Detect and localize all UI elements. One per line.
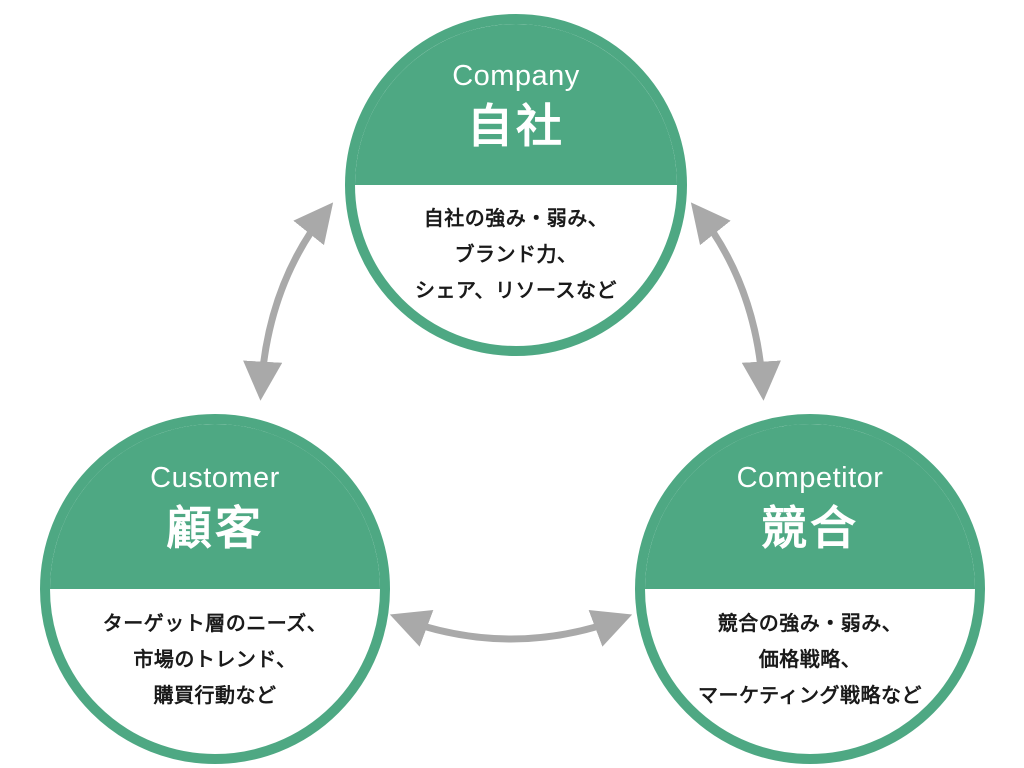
competitor-circle: Competitor 競合 競合の強み・弱み、 価格戦略、 マーケティング戦略な… xyxy=(635,414,985,764)
company-ja-label: 自社 xyxy=(467,99,565,152)
customer-circle: Customer 顧客 ターゲット層のニーズ、 市場のトレンド、 購買行動など xyxy=(40,414,390,764)
competitor-description: 競合の強み・弱み、 価格戦略、 マーケティング戦略など xyxy=(645,606,975,714)
company-en-label: Company xyxy=(452,59,580,92)
description-line: シェア、リソースなど xyxy=(415,280,617,303)
description-line: 競合の強み・弱み、 xyxy=(717,612,903,635)
description-line: 購買行動など xyxy=(153,684,277,707)
description-line: 価格戦略、 xyxy=(758,648,862,671)
company-labels: Company 自社 xyxy=(355,24,677,179)
competitor-labels: Competitor 競合 xyxy=(645,424,975,582)
customer-en-label: Customer xyxy=(150,461,280,494)
customer-ja-label: 顧客 xyxy=(166,501,264,554)
company-circle: Company 自社 自社の強み・弱み、 ブランド力、 シェア、リソースなど xyxy=(345,14,687,356)
arrow-company-competitor xyxy=(690,202,781,401)
company-circle-green-half xyxy=(355,24,677,185)
company-description: 自社の強み・弱み、 ブランド力、 シェア、リソースなど xyxy=(355,201,677,309)
description-line: マーケティング戦略など xyxy=(698,684,922,707)
arrow-company-customer xyxy=(243,202,334,401)
customer-labels: Customer 顧客 xyxy=(50,424,380,582)
description-line: 自社の強み・弱み、 xyxy=(423,208,609,231)
description-line: ブランド力、 xyxy=(454,244,578,267)
arrow-customer-competitor xyxy=(389,609,633,647)
description-line: 市場のトレンド、 xyxy=(133,648,297,671)
competitor-en-label: Competitor xyxy=(736,461,884,494)
customer-description: ターゲット層のニーズ、 市場のトレンド、 購買行動など xyxy=(50,606,380,714)
customer-circle-green-half xyxy=(50,424,380,589)
description-line: ターゲット層のニーズ、 xyxy=(102,612,328,635)
competitor-circle-green-half xyxy=(645,424,975,589)
competitor-ja-label: 競合 xyxy=(761,501,859,554)
